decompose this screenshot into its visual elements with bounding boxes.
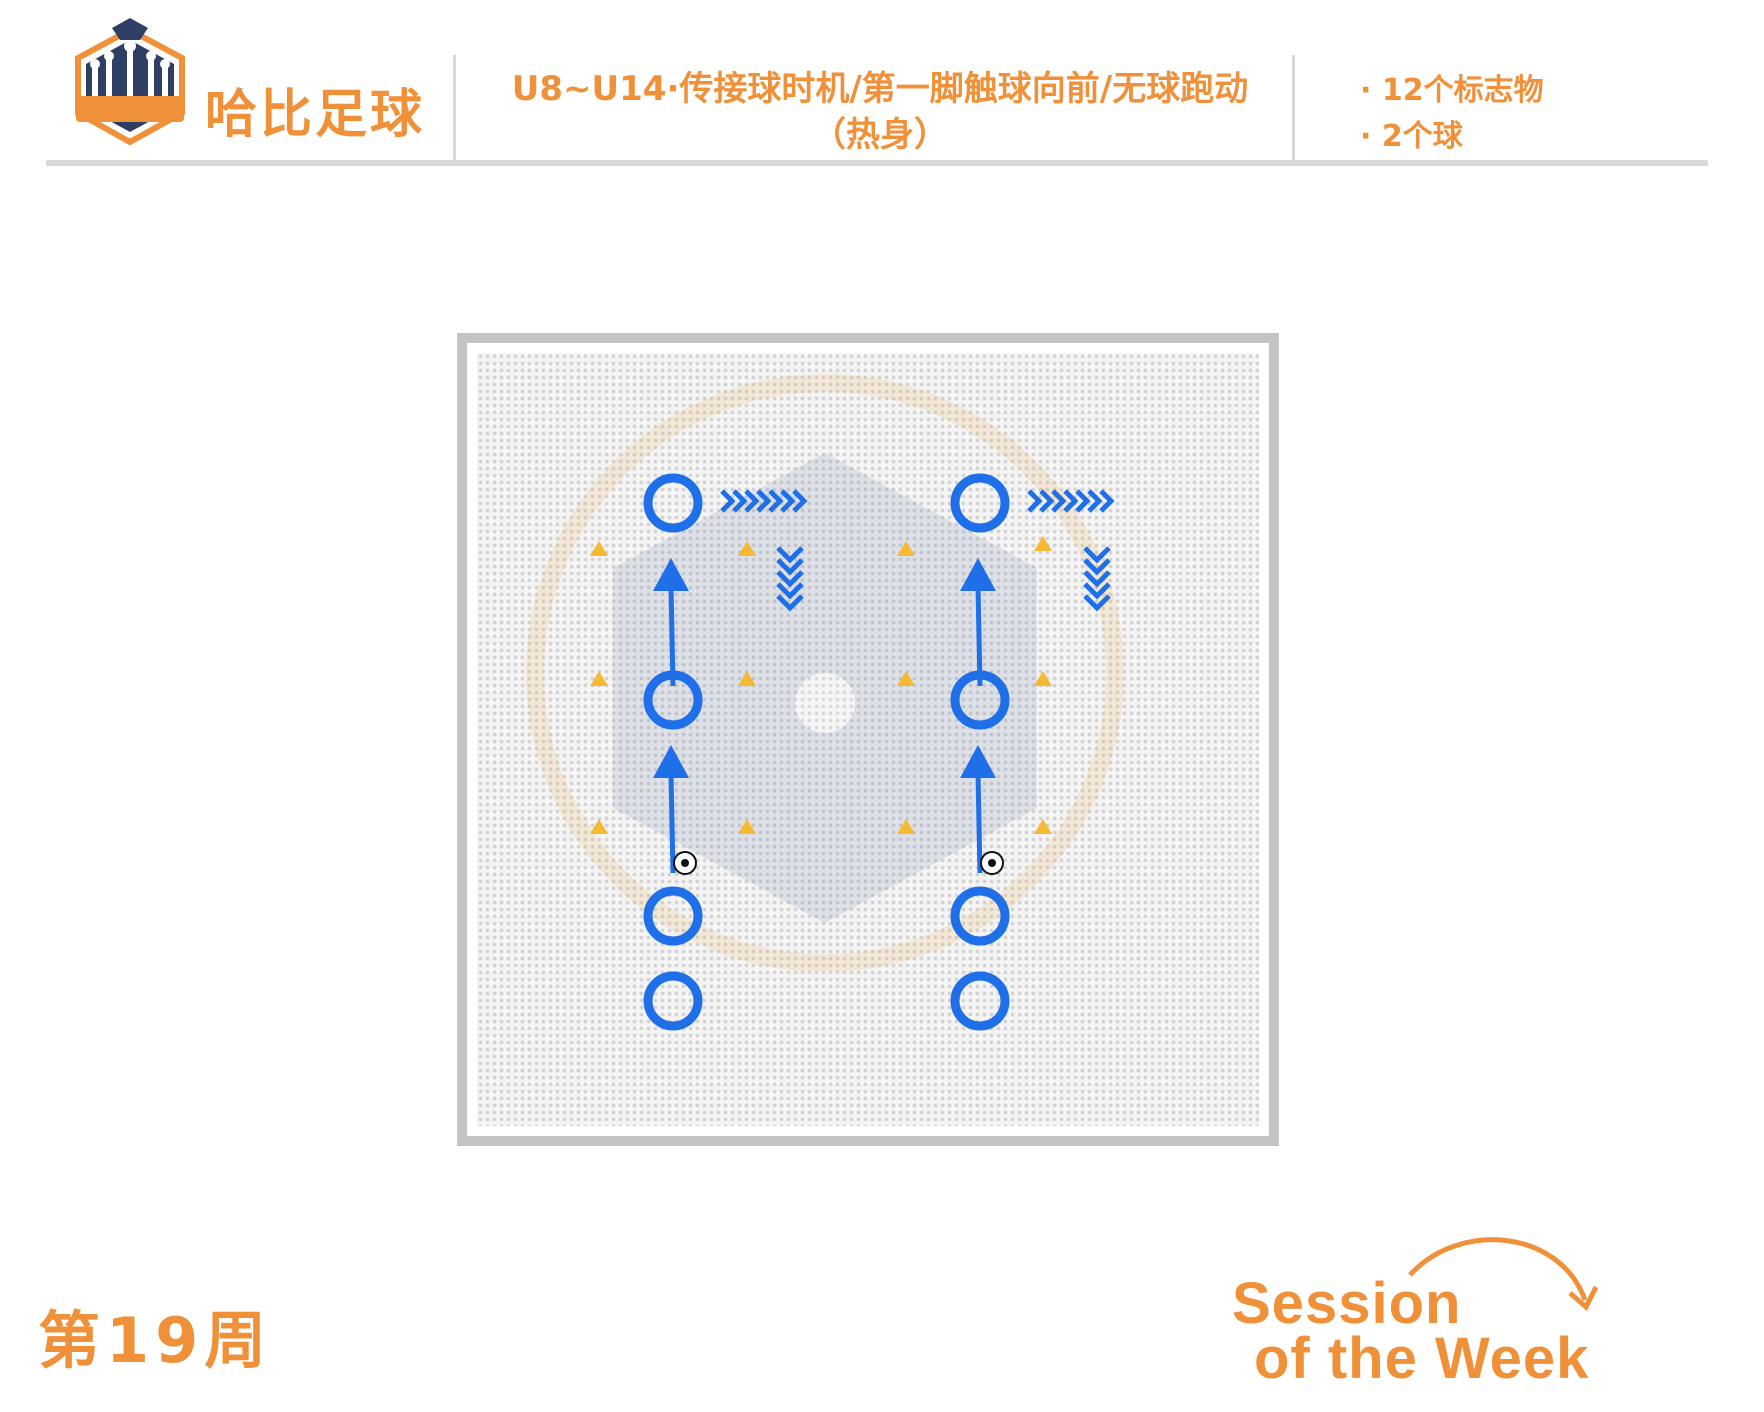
player-circle — [643, 971, 703, 1031]
drill-diagram — [526, 374, 1124, 1031]
header-divider-left — [453, 55, 456, 160]
arrow-head-icon — [960, 558, 996, 591]
session-label: Session — [1232, 1271, 1462, 1336]
equipment-item-balls: · 2个球 — [1360, 119, 1463, 154]
pass-arrow — [668, 772, 676, 874]
academy-logo — [75, 18, 185, 146]
cone-icon — [738, 671, 756, 686]
header-divider-right — [1292, 55, 1295, 160]
arrow-head-icon — [653, 558, 689, 591]
cone-icon — [1034, 671, 1052, 686]
brand-name: 哈比足球 — [205, 85, 426, 145]
player-circle — [950, 971, 1010, 1031]
player-circle — [643, 473, 703, 533]
cone-icon — [897, 541, 915, 556]
cone-icon — [897, 819, 915, 834]
cone-icon — [590, 819, 608, 834]
pass-arrow — [975, 585, 983, 687]
soccer-ball-icon — [673, 851, 697, 875]
cone-icon — [1034, 536, 1052, 551]
session-title-line1: U8~U14·传接球时机/第一脚触球向前/无球跑动 — [511, 69, 1249, 109]
cone-icon — [1034, 819, 1052, 834]
cone-icon — [590, 541, 608, 556]
pass-arrow — [666, 581, 677, 687]
session-of-the-week-logo: Session of the Week — [1220, 1225, 1760, 1410]
equipment-list: · 12个标志物 · 2个球 — [1360, 68, 1544, 160]
arrow-head-icon — [960, 745, 996, 778]
week-label: 第19周 — [38, 1304, 273, 1377]
arrow-head-icon — [653, 745, 689, 778]
soccer-ball-icon — [980, 851, 1004, 875]
run-chevron-right-icon — [720, 489, 808, 513]
pass-arrow — [975, 772, 983, 874]
pitch-area — [477, 353, 1259, 1126]
cone-icon — [738, 541, 756, 556]
drill-group-right — [897, 473, 1115, 1031]
player-circle — [950, 473, 1010, 533]
run-chevron-down-icon — [776, 546, 804, 612]
equipment-item-cones: · 12个标志物 — [1360, 73, 1544, 108]
player-circle — [643, 886, 703, 946]
of-the-week-label: of the Week — [1254, 1326, 1590, 1391]
run-chevron-down-icon — [1083, 546, 1111, 612]
drill-group-left — [590, 473, 808, 1031]
cone-icon — [897, 671, 915, 686]
header-underline — [46, 160, 1708, 166]
curved-arrow-icon — [1408, 1237, 1599, 1312]
watermark-logo — [526, 374, 1124, 972]
session-title-line2: （热身） — [812, 115, 948, 155]
cone-icon — [738, 819, 756, 834]
header: 哈比足球 U8~U14·传接球时机/第一脚触球向前/无球跑动 （热身） · 12… — [0, 0, 1764, 170]
cone-icon — [590, 671, 608, 686]
pitch-frame — [457, 333, 1279, 1146]
session-title: U8~U14·传接球时机/第一脚触球向前/无球跑动 （热身） — [470, 66, 1290, 158]
run-chevron-right-icon — [1027, 489, 1115, 513]
player-circle — [950, 886, 1010, 946]
